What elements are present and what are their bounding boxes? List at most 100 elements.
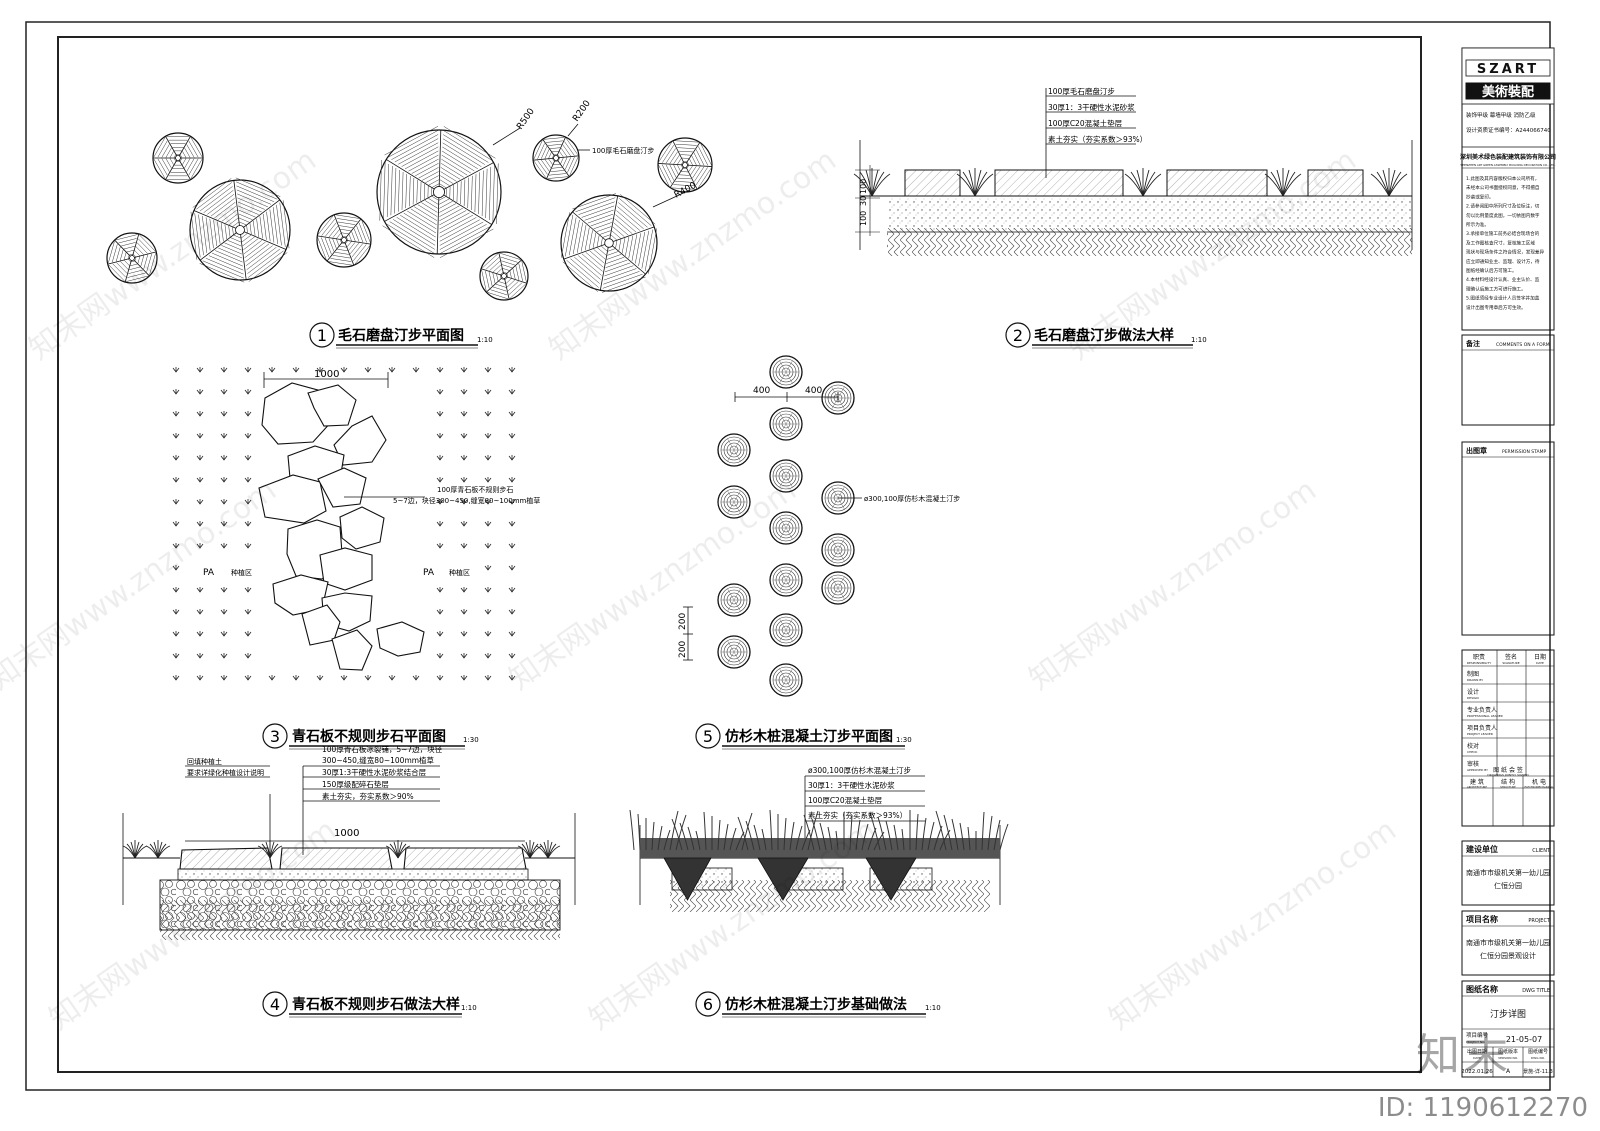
grass-tuft-3 [257, 840, 283, 859]
grass-symbol-82 [508, 565, 516, 571]
tb-project-label: 项目名称 [1466, 914, 1498, 924]
title-2: 2 毛石磨盘汀步做法大样 1:10 [1005, 322, 1207, 349]
tb-row-label-en-3: DWG NO. [1531, 1056, 1545, 1060]
grass-symbol-107 [172, 653, 180, 659]
tb-disc-en-2: STRUCTURE [1500, 785, 1516, 789]
grass-blade-9 [671, 818, 683, 851]
tb-disc-en-1: ARCHITECTURE [1467, 785, 1487, 789]
site-logo: 知末 [1416, 1030, 1512, 1081]
grass-blade-26 [783, 817, 787, 851]
grass-symbol-34 [220, 433, 228, 439]
tb-row-label-1: 出图日期 [1467, 1048, 1487, 1055]
tb-note-14: 5.图纸须经专业设计人员签字并加盖 [1466, 295, 1540, 302]
tb-dwg-title: 汀步详图 [1490, 1008, 1526, 1020]
grass-symbol-85 [220, 587, 228, 593]
grass-symbol-8 [340, 367, 348, 373]
grass-symbol-48 [172, 477, 180, 483]
log-9 [821, 533, 855, 567]
grass-symbol-123 [364, 675, 372, 681]
grass-blade-38 [855, 819, 861, 851]
tb-note-8: 及工作图核查尺寸，复核施工区域 [1466, 239, 1535, 246]
bluestone-plan-grass-symbols [172, 367, 516, 681]
d4-note-2: 要求详绿化种植设计说明 [187, 768, 264, 777]
grass-blade-7 [669, 810, 679, 851]
section-grass [853, 168, 1408, 197]
tb-disc-3: 机 电 [1532, 778, 1546, 786]
grass-symbol-68 [436, 521, 444, 527]
tb-note-9: 现状与现场条件之符合情况，发现差异 [1466, 249, 1545, 256]
grass-tuft-3 [1124, 168, 1162, 197]
grass-blade-45 [893, 824, 899, 851]
grass-symbol-92 [196, 609, 204, 615]
grass-symbol-22 [484, 389, 492, 395]
grass-blade-57 [967, 826, 971, 851]
grass-symbol-98 [508, 609, 516, 615]
millstone-leaders [492, 123, 691, 208]
grass-blade-24 [769, 809, 773, 851]
d3-pa-right: PA [423, 568, 435, 578]
d3-leader-2: 5~7边，块径300~450,缝宽80~100mm植草 [393, 496, 540, 505]
grass-blade-60 [987, 815, 993, 851]
grass-symbol-12 [436, 367, 444, 373]
grass-blade-28 [795, 825, 803, 851]
tb-stamp-en: PERMISSION STAMP [1502, 449, 1546, 455]
grass-symbol-62 [484, 499, 492, 505]
d2-layer-1: 100厚毛石磨盘汀步 [1048, 86, 1115, 96]
d5-leader: ø300,100厚仿杉木混凝土汀步 [864, 494, 960, 503]
grass-blade-10 [679, 822, 689, 851]
tb-disc-1: 建 筑 [1470, 778, 1484, 786]
grass-blade-11 [687, 826, 695, 851]
grass-symbol-57 [196, 499, 204, 505]
d6-layer-2: 30厚1：3干硬性水泥砂浆 [808, 780, 895, 790]
tb-note-6: 所示为准。 [1466, 221, 1489, 228]
tb-note-7: 3.承接单位施工前务必结合现场合的 [1466, 230, 1540, 237]
svg-text:2: 2 [1013, 326, 1023, 345]
tb-cert: 设计资质证书编号：A244066740 [1466, 126, 1551, 134]
grass-symbol-67 [244, 521, 252, 527]
grass-blade-23 [761, 828, 767, 851]
grass-symbol-38 [484, 433, 492, 439]
grass-symbol-81 [484, 565, 492, 571]
d6-layer-4: 素土夯实（夯实系数＞93%） [808, 810, 907, 820]
tb-projno-en: PROJECT NO. [1466, 1040, 1485, 1044]
tb-date: 2022.01.26 [1461, 1069, 1493, 1075]
grass-symbol-43 [244, 455, 252, 461]
log-cone-3 [865, 857, 917, 901]
grass-symbol-11 [412, 367, 420, 373]
grass-blade-35 [835, 830, 839, 851]
grass-blade-2 [637, 813, 641, 851]
tb-sig-row-1: 制图 [1467, 670, 1479, 678]
grass-symbol-41 [196, 455, 204, 461]
grass-symbol-61 [460, 499, 468, 505]
bluestone-section [122, 765, 576, 940]
grass-symbol-63 [508, 499, 516, 505]
tb-sig-row-en-6: APPROVED BY [1467, 768, 1488, 772]
log-1 [769, 355, 803, 389]
grass-blade-59 [981, 811, 985, 851]
tb-sig-head-3: 日期 [1534, 653, 1546, 661]
grass-blade-44 [885, 820, 893, 851]
d5-dim-1: 400 [753, 386, 770, 396]
d2-dim-3: 100 [859, 211, 868, 226]
d3-pa-right-zone: 种植区 [449, 568, 470, 577]
svg-text:青石板不规则步石做法大样: 青石板不规则步石做法大样 [292, 996, 460, 1013]
grass-blade-12 [695, 830, 701, 851]
grass-symbol-101 [220, 631, 228, 637]
tb-remark: 备注 [1465, 339, 1480, 348]
grass-blade-16 [723, 823, 729, 851]
log-3 [769, 407, 803, 441]
tb-company-en: SHENZHEN ART GREEN ASSEMBLY BUILDING DEC… [1460, 163, 1555, 167]
grass-symbol-94 [244, 609, 252, 615]
tb-notes: 1.此图及其内容版权归本公司所有，未经本公司书面授权同意，不得擅自抄袭或复印。2… [1466, 175, 1545, 311]
grass-blade-15 [717, 819, 721, 851]
grass-symbol-6 [292, 367, 300, 373]
tb-client-1: 南通市市级机关第一幼儿园 [1466, 868, 1550, 877]
grass-symbol-108 [196, 653, 204, 659]
grass-symbol-52 [436, 477, 444, 483]
grass-symbol-21 [460, 389, 468, 395]
tb-dwgno: 景施-详-11.3 [1523, 1068, 1553, 1075]
d4-layer-2: 300~450,缝宽80~100mm植草 [322, 755, 435, 765]
grass-symbol-76 [436, 543, 444, 549]
d4-layer-5: 素土夯实，夯实系数＞90% [322, 791, 414, 801]
